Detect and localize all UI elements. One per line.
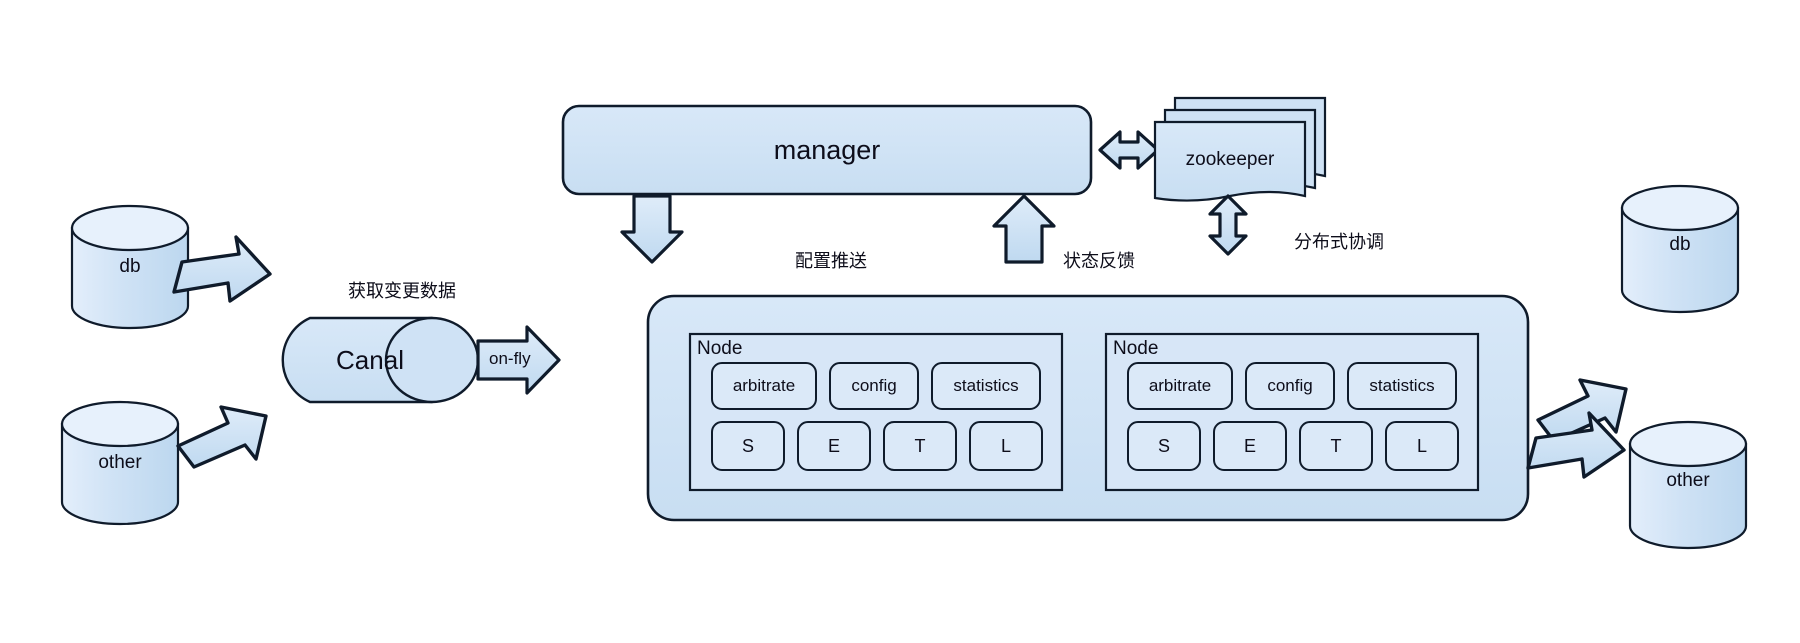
node-1-slot-l: L <box>1000 435 1011 456</box>
arrow-config-push <box>620 194 684 264</box>
arrow-cluster-to-other <box>1526 411 1626 479</box>
sink-db-label: db <box>1669 234 1691 255</box>
arrow-manager-zookeeper <box>1098 130 1160 170</box>
node-1-slot-t: T <box>914 435 926 456</box>
node-1-slot-s: S <box>741 435 754 456</box>
arrow-db-to-canal <box>172 235 272 303</box>
sink-other-label: other <box>1666 470 1710 491</box>
node-2-slot-s: S <box>1157 435 1170 456</box>
node-1-service-arbitrate: arbitrate <box>732 376 796 395</box>
source-db-label: db <box>119 256 141 277</box>
manager-shape <box>561 104 1093 196</box>
node-2-slot-t: T <box>1330 435 1342 456</box>
node-1-service-config: config <box>851 376 897 395</box>
canal-shape <box>281 316 480 404</box>
sink-other-shape <box>1628 420 1748 550</box>
source-other-label: other <box>98 452 142 473</box>
zookeeper-shape <box>1153 96 1327 202</box>
arrow-on-fly <box>476 325 561 395</box>
source-other-shape <box>60 400 180 526</box>
manager-label: manager <box>773 134 881 165</box>
node-2-slot-e: E <box>1243 435 1256 456</box>
node-2-shape <box>1104 332 1480 492</box>
arrow-other-to-canal <box>176 405 268 469</box>
node-2-service-config: config <box>1267 376 1313 395</box>
canal-label: Canal <box>336 344 404 375</box>
source-db-shape <box>70 204 190 330</box>
node-1-shape <box>688 332 1064 492</box>
node-1-service-statistics: statistics <box>953 376 1019 395</box>
node-2-service-arbitrate: arbitrate <box>1148 376 1212 395</box>
node-1-slot-e: E <box>827 435 840 456</box>
node-2-service-statistics: statistics <box>1369 376 1435 395</box>
arrow-status-feedback <box>992 194 1056 264</box>
zookeeper-label: zookeeper <box>1185 149 1275 170</box>
sink-db-shape <box>1620 184 1740 314</box>
node-2-slot-l: L <box>1416 435 1427 456</box>
arrow-distributed-coordination <box>1208 194 1248 256</box>
